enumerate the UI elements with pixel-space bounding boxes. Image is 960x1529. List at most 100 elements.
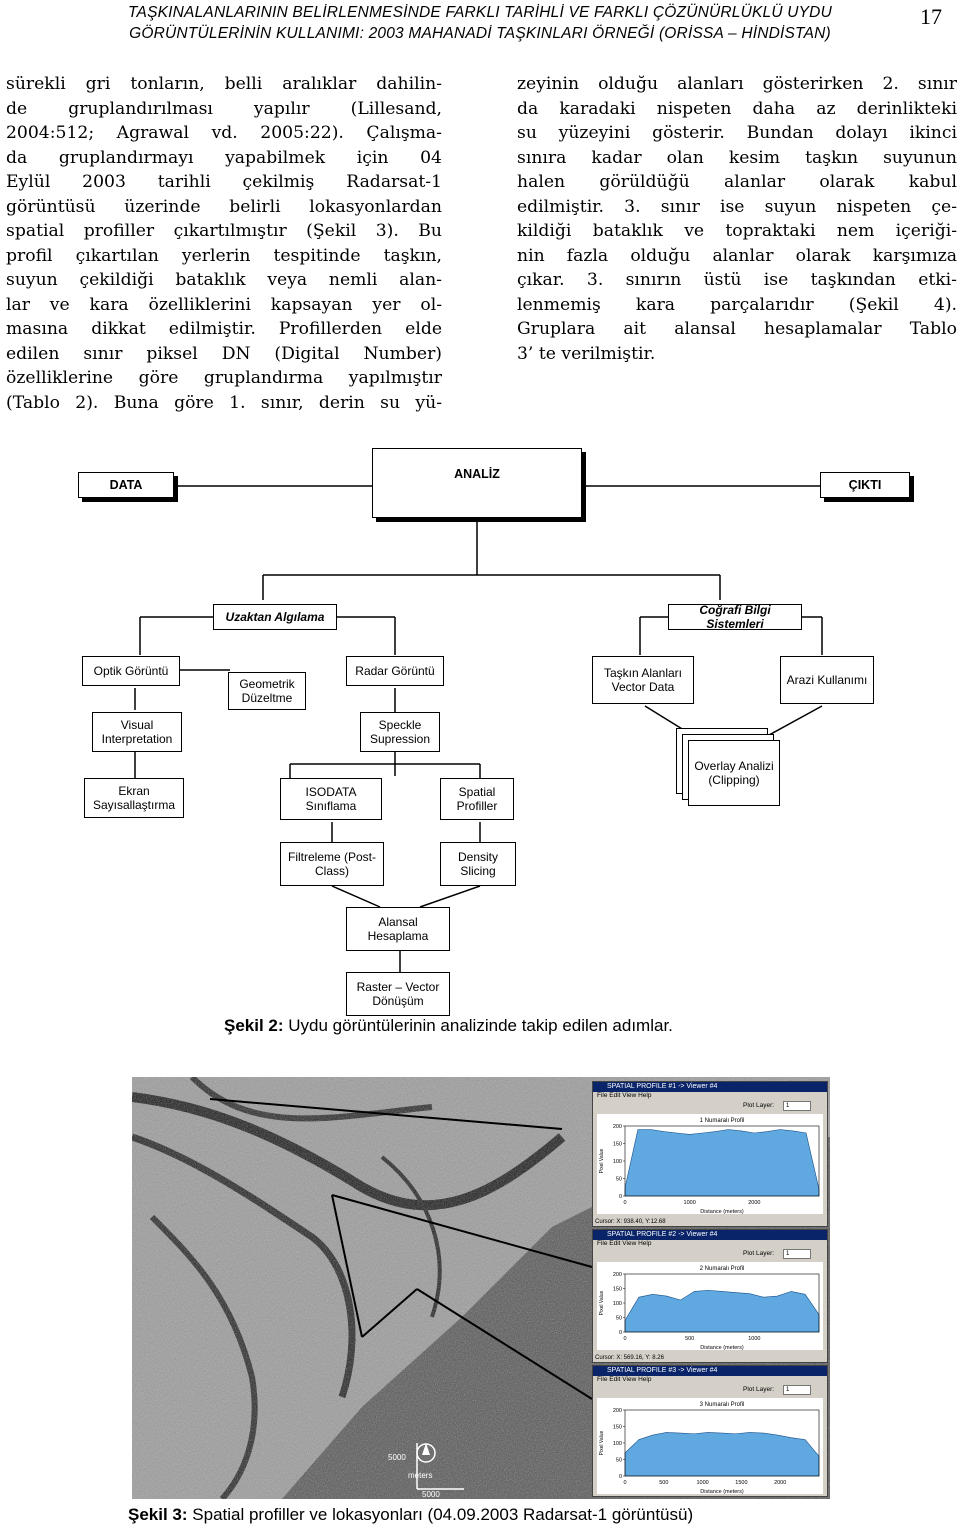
window-title: SPATIAL PROFILE #2 -> Viewer #4: [593, 1230, 827, 1240]
profile-area: [624, 1129, 820, 1197]
figure-2-caption: Şekil 2: Uydu görüntülerinin analizinde …: [224, 1016, 673, 1036]
raster-vector-box: Raster – Vector Dönüşüm: [346, 972, 450, 1016]
geometrik-duzeltme-box: Geometrik Düzeltme: [228, 672, 306, 710]
plot-frame: [624, 1125, 820, 1197]
scale-label-top: 5000: [388, 1453, 406, 1462]
density-slicing-box: Density Slicing: [440, 842, 516, 886]
cikti-box: ÇIKTI: [820, 472, 910, 498]
y-tick-label: 200: [613, 1272, 622, 1278]
text-line: suyun çekildiği bataklık veya nemli alan…: [6, 270, 442, 290]
spatial-profile-window-3: SPATIAL PROFILE #3 -> Viewer #4 File Edi…: [592, 1365, 828, 1497]
uzaktan-algilama-box: Uzaktan Algılama: [213, 604, 337, 630]
y-tick-label: 150: [613, 1287, 622, 1293]
window-toolbar[interactable]: Plot Layer: 1: [593, 1100, 827, 1112]
window-toolbar[interactable]: Plot Layer: 1: [593, 1248, 827, 1260]
window-menu[interactable]: File Edit View Help: [597, 1376, 652, 1383]
text-line: kildiği bataklık ve topraktaki nem içeri…: [517, 221, 957, 241]
x-tick-label: 1500: [735, 1480, 747, 1486]
scale-label-bottom: 5000: [422, 1490, 440, 1499]
text-line: edilen sınır piksel DN (Digital Number): [6, 343, 442, 364]
spatial-profiller-box: Spatial Profiller: [440, 778, 514, 820]
x-tick-label: 500: [685, 1336, 694, 1342]
cursor-status: Cursor: X: 938.40, Y:12.68: [595, 1219, 666, 1225]
isodata-box: ISODATA Sınıflama: [280, 778, 382, 820]
y-tick-label: 100: [613, 1159, 622, 1165]
y-tick-label: 200: [613, 1124, 622, 1130]
y-tick-label: 100: [613, 1441, 622, 1447]
window-menu[interactable]: File Edit View Help: [597, 1092, 652, 1099]
ekran-sayisallastirma-box: Ekran Sayısallaştırma: [84, 778, 184, 818]
plot-frame: [624, 1409, 820, 1477]
plot-layer-field[interactable]: 1: [783, 1385, 811, 1395]
text-line: su yüzeyini gösterir. Bundan dolayı ikin…: [517, 123, 957, 143]
arazi-kullanimi-box: Arazi Kullanımı: [780, 656, 874, 704]
header-line-1: TAŞKINALANLARININ BELİRLENMESİNDE FARKLI…: [128, 4, 832, 21]
text-line: lar ve kara özelliklerini kapsayan yer o…: [6, 294, 442, 315]
window-menu[interactable]: File Edit View Help: [597, 1240, 652, 1247]
y-axis-label: Pixel Value: [599, 1148, 605, 1173]
filtreleme-box: Filtreleme (Post-Class): [280, 842, 384, 886]
profile-title: 1 Numaralı Profil: [700, 1118, 745, 1124]
y-axis-label: Pixel Value: [599, 1430, 605, 1455]
spatial-profile-window-2: SPATIAL PROFILE #2 -> Viewer #4 File Edi…: [592, 1229, 828, 1363]
plot-layer-field[interactable]: 1: [783, 1249, 811, 1259]
profile-title: 3 Numaralı Profil: [700, 1402, 745, 1408]
x-axis-label: Distance (meters): [700, 1209, 744, 1215]
cursor-status: Cursor: X: 569.16, Y: 8.26: [595, 1355, 664, 1361]
text-line: halen görüldüğü alanlar olarak kabul: [517, 172, 957, 192]
x-tick-label: 1000: [684, 1200, 696, 1206]
plot-frame: [624, 1273, 820, 1333]
window-toolbar[interactable]: Plot Layer: 1: [593, 1384, 827, 1396]
profile-title: 2 Numaralı Profil: [700, 1266, 745, 1272]
x-tick-label: 0: [623, 1200, 626, 1206]
y-tick-label: 100: [613, 1301, 622, 1307]
y-tick-label: 0: [619, 1194, 622, 1200]
y-tick-label: 150: [613, 1425, 622, 1431]
page-number: 17: [920, 4, 942, 29]
taskin-alanlari-box: Taşkın Alanları Vector Data: [592, 656, 694, 704]
text-line: da gruplandırmayı yapabilmek için 04: [6, 147, 442, 168]
figure-3-text: Spatial profiller ve lokasyonları (04.09…: [187, 1505, 694, 1524]
alansal-hesaplama-box: Alansal Hesaplama: [346, 907, 450, 951]
optik-goruntu-box: Optik Görüntü: [82, 656, 180, 686]
right-text-column: zeyinin olduğu alanları gösterirken 2. s…: [517, 72, 957, 366]
x-axis-label: Distance (meters): [700, 1345, 744, 1351]
text-line: sınıra kadar olan kesim taşkın suyunun: [517, 147, 957, 168]
plot-layer-field[interactable]: 1: [783, 1101, 811, 1111]
scale-unit: meters: [408, 1471, 432, 1480]
y-tick-label: 150: [613, 1142, 622, 1148]
text-line: edilmiştir. 3. sınır ise suyun nispeten …: [517, 196, 957, 217]
cbs-box: Coğrafi Bilgi Sistemleri: [668, 603, 802, 631]
y-tick-label: 50: [616, 1458, 622, 1464]
text-line: nin fazla olduğu alanlar olarak karşımız…: [517, 245, 957, 266]
text-line: Eylül 2003 tarihli çekilmiş Radarsat-1: [6, 172, 442, 192]
window-title: SPATIAL PROFILE #3 -> Viewer #4: [593, 1366, 827, 1376]
analiz-box: ANALİZ: [372, 448, 582, 518]
overlay-analizi-box: Overlay Analizi (Clipping): [688, 740, 780, 806]
y-tick-label: 50: [616, 1177, 622, 1183]
text-line: lenmemiş kara parçalarıdır (Şekil 4).: [517, 294, 957, 315]
header-line-2: GÖRÜNTÜLERİNİN KULLANIMI: 2003 MAHANADİ …: [129, 25, 831, 42]
x-tick-label: 1000: [696, 1480, 708, 1486]
text-line: de gruplandırılması yapılır (Lillesand,: [6, 98, 442, 119]
diagram-connectors: [134, 482, 828, 972]
x-tick-label: 2000: [774, 1480, 786, 1486]
profile-chart: 3 Numaralı Profil 0 50 100 150 2000 500 1000 150…: [599, 1402, 820, 1495]
text-line: (Tablo 2). Buna göre 1. sınır, derin su …: [6, 392, 442, 413]
left-text-column: sürekli gri tonların, belli aralıklar da…: [6, 72, 442, 415]
speckle-supression-box: Speckle Supression: [360, 712, 440, 752]
text-line: görüntüsü üzerinde belirli lokasyonlarda…: [6, 196, 442, 217]
text-line: sürekli gri tonların, belli aralıklar da…: [6, 74, 442, 94]
text-line: masına dikkat edilmiştir. Profillerden e…: [6, 319, 442, 339]
x-tick-label: 0: [623, 1480, 626, 1486]
plot-layer-label: Plot Layer:: [743, 1386, 775, 1393]
data-box: DATA: [78, 472, 174, 498]
visual-interpretation-box: Visual Interpretation: [92, 712, 182, 752]
x-tick-label: 500: [659, 1480, 668, 1486]
profile-area: [624, 1432, 820, 1477]
